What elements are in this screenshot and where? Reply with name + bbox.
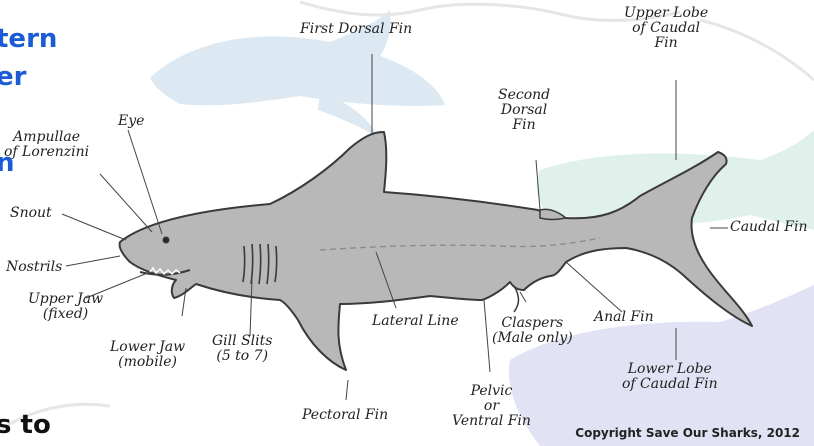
background-body-fragment: s to bbox=[0, 410, 51, 440]
label-lateral-line: Lateral Line bbox=[372, 314, 459, 329]
label-claspers: Claspers (Male only) bbox=[492, 316, 573, 346]
label-second-dorsal-fin: Second Dorsal Fin bbox=[498, 88, 550, 133]
background-heading-fragment-2: er bbox=[0, 62, 26, 92]
label-pectoral-fin: Pectoral Fin bbox=[302, 408, 388, 423]
background-heading-fragment-1: tern bbox=[0, 24, 57, 54]
label-gill-slits: Gill Slits (5 to 7) bbox=[212, 334, 272, 364]
label-ampullae-of-lorenzini: Ampullae of Lorenzini bbox=[4, 130, 89, 160]
background-shark-outline-right bbox=[700, 20, 814, 80]
label-eye: Eye bbox=[118, 114, 144, 129]
label-lower-lobe-caudal-fin: Lower Lobe of Caudal Fin bbox=[622, 362, 718, 392]
label-lower-jaw: Lower Jaw (mobile) bbox=[110, 340, 185, 370]
label-anal-fin: Anal Fin bbox=[594, 310, 654, 325]
shark-eye bbox=[163, 237, 169, 243]
label-upper-jaw: Upper Jaw (fixed) bbox=[28, 292, 103, 322]
label-upper-lobe-caudal-fin: Upper Lobe of Caudal Fin bbox=[624, 6, 708, 51]
background-shark-outline-top bbox=[300, 2, 680, 21]
label-nostrils: Nostrils bbox=[6, 260, 62, 275]
label-snout: Snout bbox=[10, 206, 52, 221]
label-first-dorsal-fin: First Dorsal Fin bbox=[300, 22, 412, 37]
label-caudal-fin: Caudal Fin bbox=[730, 220, 808, 235]
label-pelvic-ventral-fin: Pelvic or Ventral Fin bbox=[452, 384, 531, 429]
copyright-notice: Copyright Save Our Sharks, 2012 bbox=[575, 426, 800, 440]
